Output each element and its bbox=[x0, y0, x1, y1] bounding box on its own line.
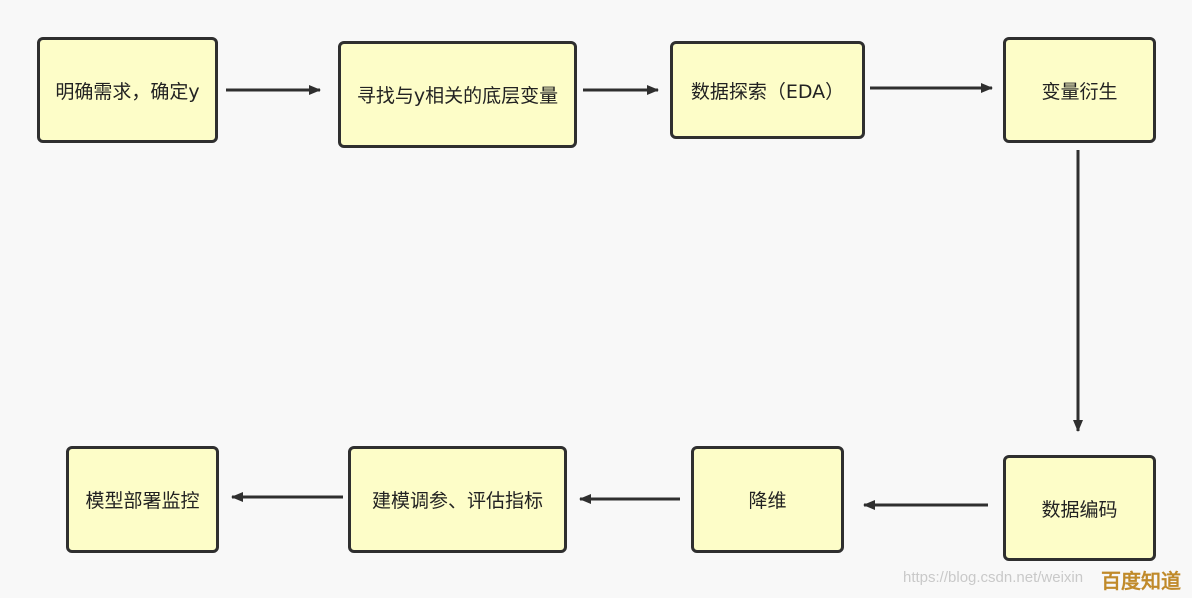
watermark-url: https://blog.csdn.net/weixin bbox=[903, 569, 1084, 586]
flow-node-label: 降维 bbox=[748, 490, 787, 512]
flow-node-step-6: 降维 bbox=[691, 446, 844, 553]
flow-node-step-5: 数据编码 bbox=[1003, 455, 1156, 561]
flow-node-label: 数据探索（EDA） bbox=[690, 80, 845, 103]
flow-node-label: 明确需求，确定y bbox=[55, 80, 200, 103]
flow-node-label: 建模调参、评估指标 bbox=[371, 490, 543, 512]
flow-node-step-8: 模型部署监控 bbox=[66, 446, 219, 553]
watermark-brand-logo: 百度知道 bbox=[1101, 569, 1181, 593]
flow-node-label: 变量衍生 bbox=[1041, 80, 1118, 103]
flow-node-label: 寻找与y相关的底层变量 bbox=[356, 85, 559, 107]
flow-node-step-7: 建模调参、评估指标 bbox=[348, 446, 567, 553]
flow-node-label: 数据编码 bbox=[1041, 498, 1118, 521]
flow-node-step-4: 变量衍生 bbox=[1003, 37, 1156, 143]
flow-node-step-1: 明确需求，确定y bbox=[37, 37, 218, 143]
flow-node-label: 模型部署监控 bbox=[85, 490, 200, 512]
flow-node-step-2: 寻找与y相关的底层变量 bbox=[338, 41, 577, 148]
flow-node-step-3: 数据探索（EDA） bbox=[670, 41, 865, 139]
